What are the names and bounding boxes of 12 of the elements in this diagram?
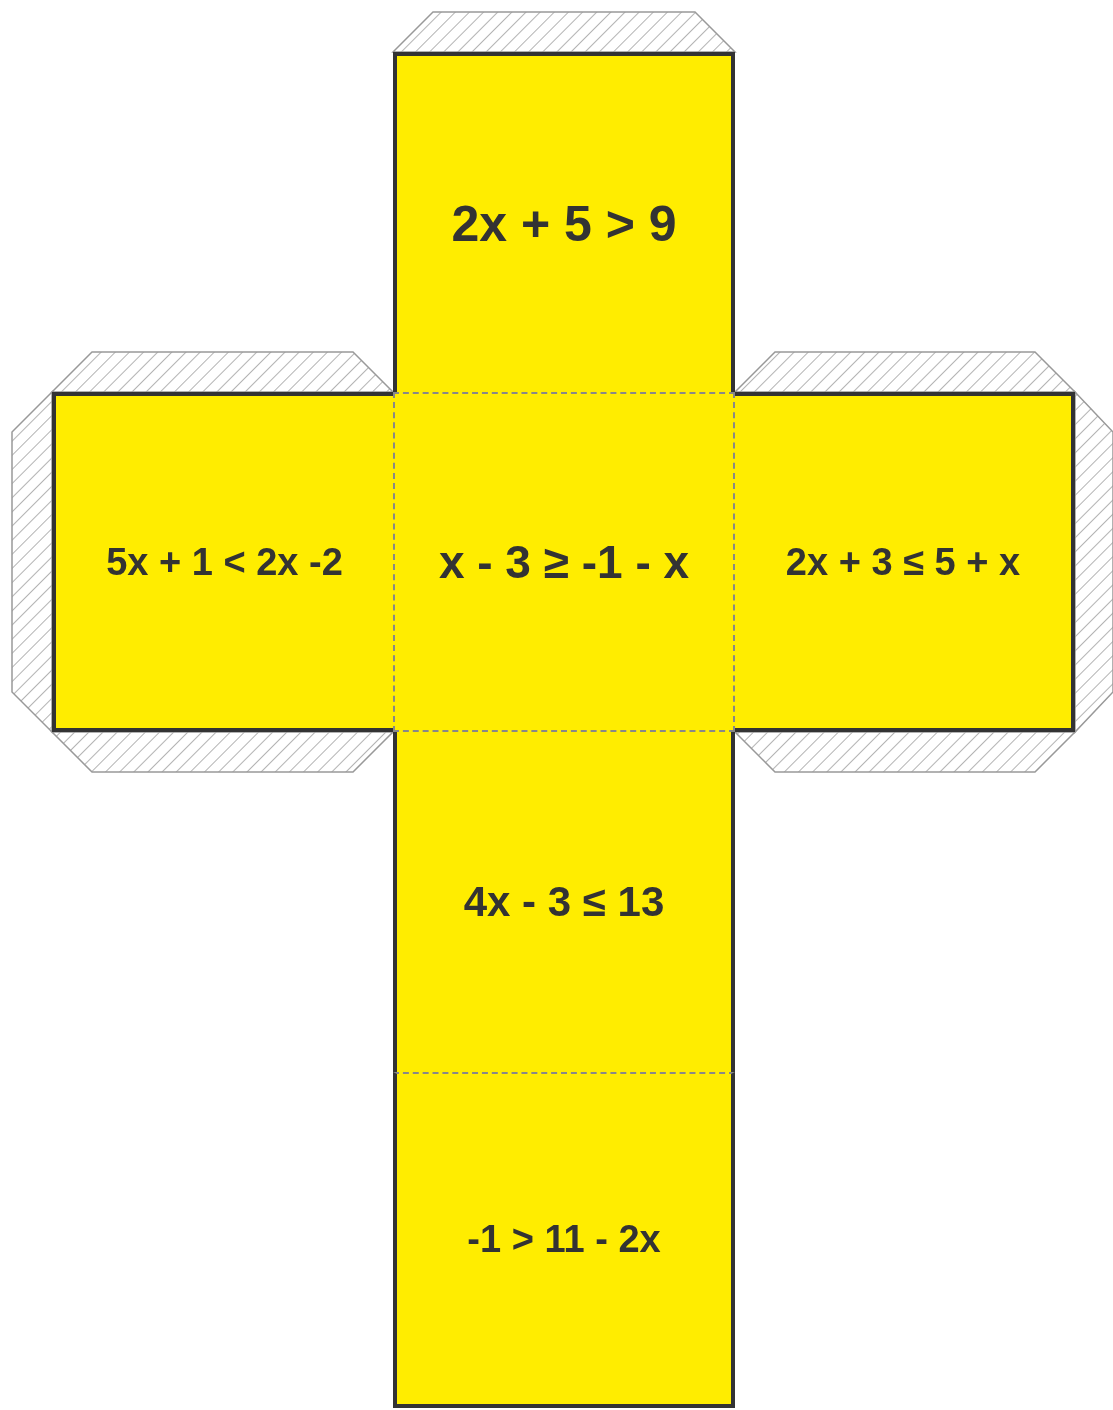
inequality-text: -1 > 11 - 2x — [467, 1217, 661, 1261]
inequality-text: 5x + 1 < 2x -2 — [106, 540, 343, 584]
cube-face — [393, 392, 735, 732]
cube-face — [393, 52, 735, 392]
inequality-text: 4x - 3 ≤ 13 — [463, 878, 665, 926]
inequality-text: 2x + 5 > 9 — [451, 195, 677, 253]
cube-face — [393, 1072, 735, 1408]
cube-face — [393, 732, 735, 1072]
cube-face — [52, 392, 393, 732]
cube-face — [735, 392, 1075, 732]
inequality-text: x - 3 ≥ -1 - x — [438, 535, 690, 589]
inequality-text: 2x + 3 ≤ 5 + x — [785, 540, 1021, 584]
